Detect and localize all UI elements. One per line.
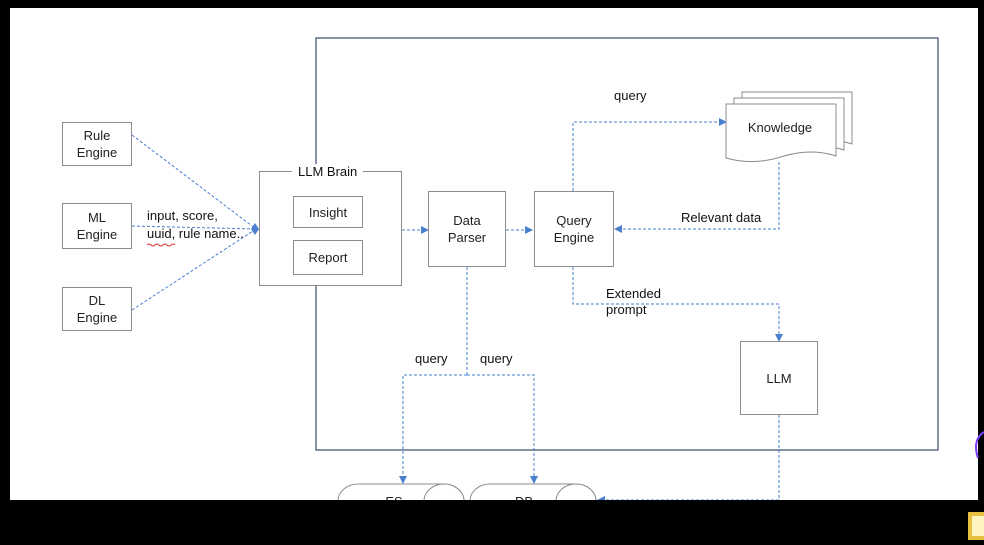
- knowledge-to-query-engine-arrow: [614, 162, 780, 233]
- llm-to-db-arrow: [597, 415, 780, 500]
- db-database-cylinder: [469, 483, 597, 500]
- knowledge-document-icon: [725, 91, 853, 162]
- parser-to-es-arrow: [399, 374, 467, 484]
- parser-to-db-arrow: [467, 374, 538, 484]
- rule-engine-box: Rule Engine: [62, 122, 132, 166]
- llm-brain-title: LLM Brain: [292, 164, 364, 180]
- report-box: Report: [293, 240, 363, 275]
- data-parser-box: Data Parser: [428, 191, 506, 267]
- extended-prompt-label: Extended prompt: [606, 286, 661, 317]
- ml-to-brain-connector: [131, 225, 257, 230]
- spellcheck-underline: [146, 243, 176, 247]
- relevant-data-label: Relevant data: [681, 210, 762, 225]
- llm-brain-container: [259, 171, 402, 286]
- ml-engine-box: ML Engine: [62, 203, 132, 249]
- connectors-layer: Knowledge ES DB: [131, 37, 939, 500]
- input-fields-label-line1: input, score,: [147, 208, 218, 223]
- corner-decoration: [964, 430, 984, 540]
- query-engine-to-knowledge-arrow: [572, 118, 727, 191]
- query-engine-box: Query Engine: [534, 191, 614, 267]
- query-to-knowledge-label: query: [614, 88, 647, 103]
- knowledge-label: Knowledge: [748, 120, 812, 135]
- dl-engine-box: DL Engine: [62, 287, 132, 331]
- llm-box: LLM: [740, 341, 818, 415]
- query-engine-to-llm-arrow: [572, 267, 783, 342]
- query-to-es-label: query: [415, 351, 448, 366]
- query-to-db-label: query: [480, 351, 513, 366]
- es-database-cylinder: [337, 483, 465, 500]
- insight-box: Insight: [293, 196, 363, 228]
- db-label: DB: [515, 494, 533, 500]
- rule-to-brain-connector: [131, 134, 257, 230]
- diagram-canvas: Knowledge ES DB Rule Engine ML Engine DL…: [10, 8, 978, 500]
- es-label: ES: [385, 494, 403, 500]
- input-fields-label-line2: uuid, rule name..: [147, 226, 244, 241]
- brain-input-diamond: [251, 223, 259, 235]
